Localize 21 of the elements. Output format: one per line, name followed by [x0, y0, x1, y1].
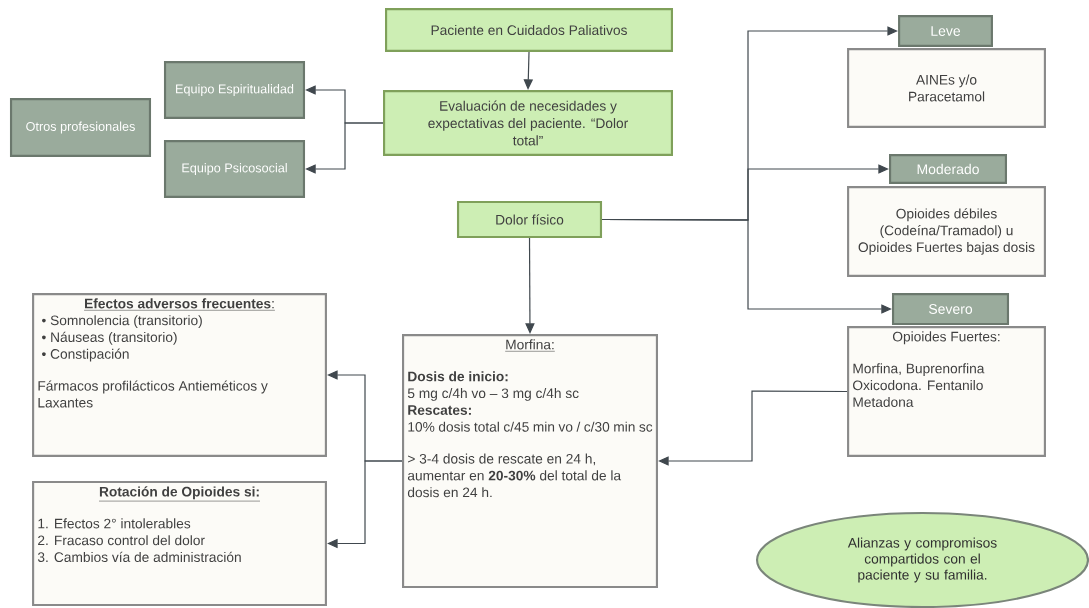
info-box: Opioides Fuertes: Morfina, Buprenorfina Oxicodona. Fentanilo Metadona: [847, 326, 1046, 457]
info-box: AINEs y/o Paracetamol: [847, 48, 1046, 128]
arrow: [658, 390, 848, 466]
category-tab: Moderado: [889, 154, 1007, 184]
info-box: Efectos adversos frecuentes: • Somnolencia (transitorio) • Náuseas (transitorio) • Constipación Fármacos profilácticos Antieméticos y Laxantes: [32, 293, 327, 457]
arrow: [601, 218, 892, 314]
process-box: Dolor físico: [456, 200, 603, 239]
team-box: Otros profesionales: [9, 98, 152, 157]
category-tab: Leve: [898, 15, 993, 47]
arrow: [523, 51, 534, 90]
process-box: Paciente en Cuidados Paliativos: [385, 8, 673, 52]
arrow: [327, 460, 403, 549]
team-box: Equipo Espiritualidad: [163, 61, 306, 119]
category-tab: Severo: [891, 293, 1010, 325]
arrow: [305, 122, 384, 174]
info-box: Opioides débiles (Codeína/Tramadol) u Opioides Fuertes bajas dosis: [847, 186, 1046, 277]
info-box: Rotación de Opioides si: 1. Efectos 2° intolerables 2. Fracaso control del dolor 3. Cambios vía de administración: [32, 480, 327, 607]
info-box: Morfina: Dosis de inicio: 5 mg c/4h vo – 3 mg c/4h sc Rescates: 10% dosis total c/45 min vo / c/30 min sc > 3-4 dosis de rescate en 24 h, aumentar en 20-30% del total de la dosis en 24 h.: [402, 334, 658, 588]
process-box: Evaluación de necesidades y expectativas del paciente. “Dolor total”: [383, 90, 673, 156]
team-box: Equipo Psicosocial: [163, 140, 306, 198]
arrow: [525, 237, 535, 334]
